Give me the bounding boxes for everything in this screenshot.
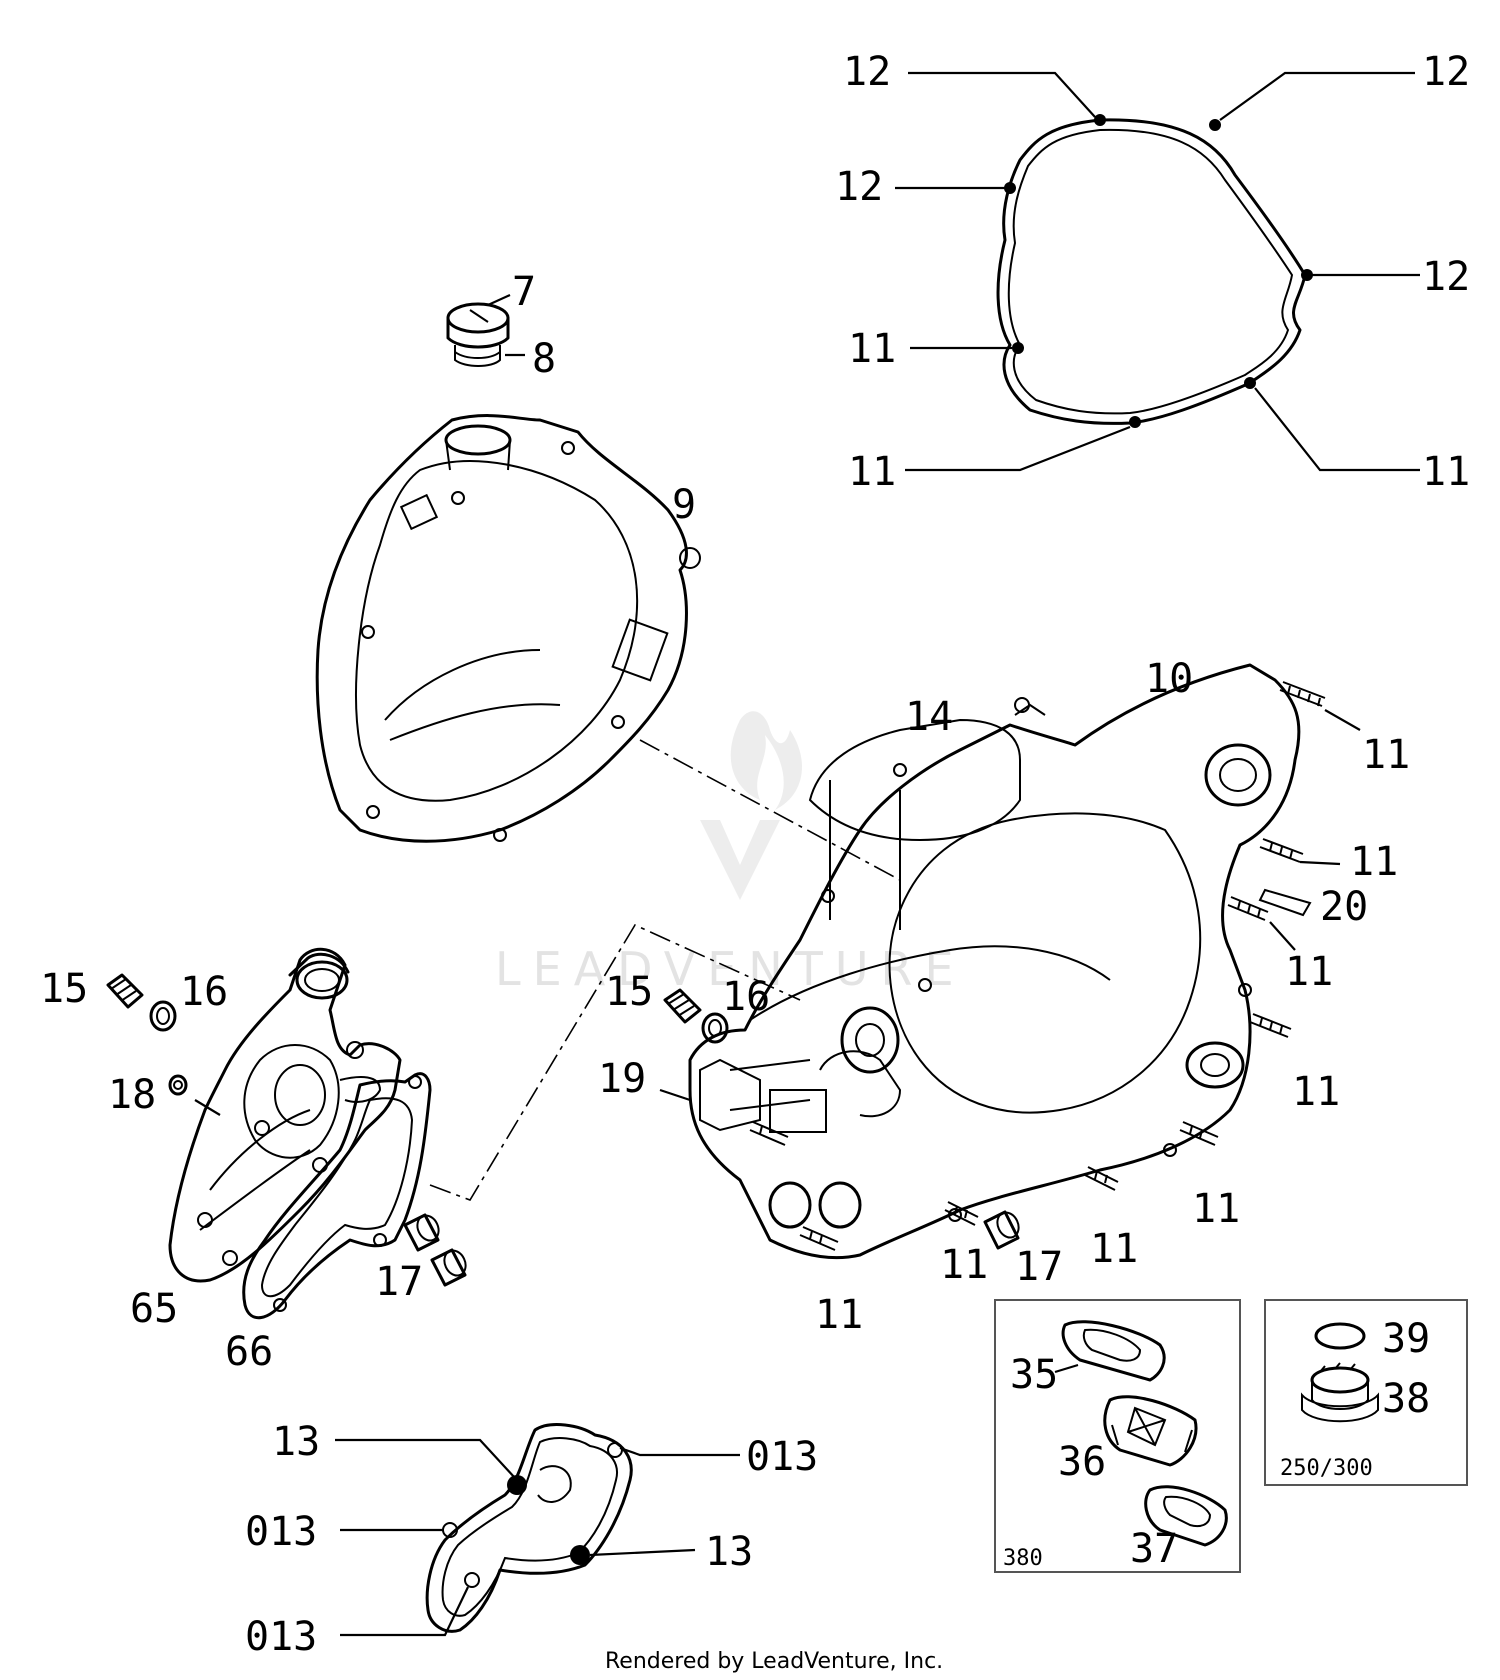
callout-19: 19 <box>598 1056 646 1102</box>
callout-65: 65 <box>130 1286 178 1332</box>
callout-10: 10 <box>1145 656 1193 702</box>
callout-20: 20 <box>1320 884 1368 930</box>
callout-36: 36 <box>1058 1439 1106 1485</box>
callout-8: 8 <box>532 336 556 382</box>
callout-12: 12 <box>1422 49 1470 95</box>
callout-9: 9 <box>672 482 696 528</box>
callout-013: 013 <box>245 1614 317 1660</box>
dowel-pin <box>983 1210 1020 1250</box>
gasket-hole <box>1004 182 1016 194</box>
banjo-bolt-right <box>663 988 729 1044</box>
inset-250-300-parts <box>1301 1322 1379 1423</box>
render-credit: Rendered by LeadVenture, Inc. <box>605 1649 943 1674</box>
inset-380-parts <box>1061 1320 1228 1547</box>
callout-13: 13 <box>705 1529 753 1575</box>
gasket-hole <box>1012 342 1024 354</box>
callout-16: 16 <box>722 974 770 1020</box>
water-pump-gasket <box>242 1072 432 1320</box>
watermark-text: LEADVENTURE <box>495 942 966 996</box>
callout-13: 13 <box>272 1419 320 1465</box>
inset-box-250-300 <box>1264 1299 1468 1486</box>
callout-11: 11 <box>815 1292 863 1338</box>
callout-labels: 12 12 12 12 11 11 11 7 8 9 10 14 11 11 2… <box>40 49 1470 1660</box>
callout-11: 11 <box>1090 1226 1138 1272</box>
callout-11: 11 <box>940 1242 988 1288</box>
watermark-logo <box>700 711 802 900</box>
callout-16: 16 <box>180 969 228 1015</box>
inset-tag-250-300: 250/300 <box>1280 1456 1373 1481</box>
dowel-pins-left <box>403 1213 467 1287</box>
callout-12: 12 <box>835 164 883 210</box>
pump-gasket-small <box>425 1423 633 1633</box>
callout-66: 66 <box>225 1329 273 1375</box>
callout-17: 17 <box>375 1259 423 1305</box>
oil-filler-plug <box>446 302 510 367</box>
gasket-hole <box>1209 119 1221 131</box>
banjo-bolt-left <box>106 973 188 1096</box>
callout-11: 11 <box>1362 732 1410 778</box>
callout-15: 15 <box>40 966 88 1012</box>
callout-18: 18 <box>108 1072 156 1118</box>
gasket-hole <box>1129 416 1141 428</box>
callout-37: 37 <box>1130 1526 1178 1572</box>
gasket-hole <box>1244 377 1256 389</box>
cover-studs <box>749 681 1326 1251</box>
callout-013: 013 <box>746 1434 818 1480</box>
callout-7: 7 <box>512 269 536 315</box>
callout-11: 11 <box>1192 1186 1240 1232</box>
inset-box-380 <box>994 1299 1241 1573</box>
callout-11: 11 <box>848 326 896 372</box>
clutch-cover <box>688 663 1301 1260</box>
callout-12: 12 <box>843 49 891 95</box>
callout-013: 013 <box>245 1509 317 1555</box>
callout-17: 17 <box>1015 1244 1063 1290</box>
callout-14: 14 <box>905 694 953 740</box>
outer-clutch-cover <box>315 414 701 843</box>
callout-15: 15 <box>605 969 653 1015</box>
callout-12: 12 <box>1422 254 1470 300</box>
inset-tag-380: 380 <box>1003 1546 1043 1571</box>
clutch-cover-gasket <box>996 114 1313 428</box>
callout-11: 11 <box>1422 449 1470 495</box>
gasket-hole <box>1301 269 1313 281</box>
gasket-hole <box>1094 114 1106 126</box>
callout-11: 11 <box>1350 839 1398 885</box>
water-pump-cover <box>168 947 402 1283</box>
callout-39: 39 <box>1382 1316 1430 1362</box>
callout-11: 11 <box>1285 949 1333 995</box>
callout-35: 35 <box>1010 1352 1058 1398</box>
callout-38: 38 <box>1382 1376 1430 1422</box>
callout-11: 11 <box>848 449 896 495</box>
callout-11: 11 <box>1292 1069 1340 1115</box>
